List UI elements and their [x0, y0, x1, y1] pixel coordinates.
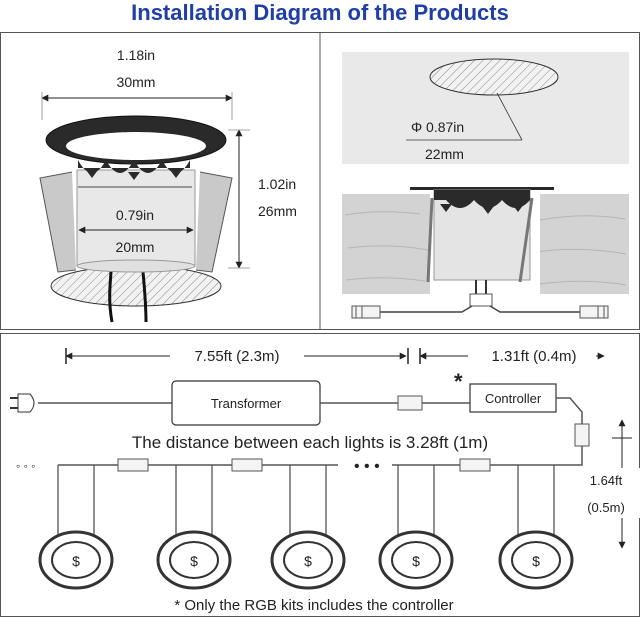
continuation-left: ◦ ◦ ◦	[16, 459, 35, 473]
svg-text:$: $	[412, 553, 420, 569]
wire-connector	[351, 305, 381, 319]
height-inches: 1.02in	[258, 176, 296, 192]
svg-text:$: $	[304, 553, 312, 569]
continuation-mid: • • •	[354, 458, 380, 475]
controller-asterisk: *	[454, 369, 463, 394]
dimension-inner-diameter: 0.79in 20mm	[78, 207, 194, 255]
dimension-height: 1.02in 26mm	[228, 129, 297, 269]
drop-length-feet: 1.64ft	[590, 473, 623, 488]
distance-note: The distance between each lights is 3.28…	[132, 433, 488, 452]
wire-connector	[579, 305, 609, 319]
spring-clip	[39, 171, 77, 273]
wiring-diagram: 7.55ft (2.3m) 1.31ft (0.4m) Transformer …	[10, 344, 640, 614]
width-inches: 1.18in	[117, 47, 155, 63]
drop-length-meters: (0.5m)	[587, 500, 625, 515]
light-fixture: $	[156, 465, 232, 590]
distance-to-transformer: 7.55ft (2.3m)	[194, 348, 279, 365]
height-millimeters: 26mm	[258, 203, 297, 219]
controller-label: Controller	[485, 391, 542, 406]
svg-text:$: $	[72, 553, 80, 569]
hole-diameter-millimeters: 22mm	[425, 146, 464, 162]
light-fixture: $	[270, 465, 346, 590]
light-fixture: $	[38, 465, 114, 590]
rgb-footnote: * Only the RGB kits includes the control…	[174, 597, 453, 614]
spring-clip	[195, 171, 233, 273]
dimension-width: 1.18in 30mm	[41, 47, 233, 120]
wire-connector	[459, 458, 491, 472]
svg-text:$: $	[190, 553, 198, 569]
power-plug	[10, 393, 172, 413]
width-millimeters: 30mm	[117, 74, 156, 90]
transformer-label: Transformer	[211, 396, 282, 411]
product-dimension-drawing	[39, 115, 233, 323]
distance-to-controller: 1.31ft (0.4m)	[491, 348, 576, 365]
wire-connector	[231, 458, 263, 472]
inner-inches: 0.79in	[116, 207, 154, 223]
installation-section: Φ 0.87in 22mm	[342, 52, 629, 319]
inner-millimeters: 20mm	[116, 239, 155, 255]
wire-connector	[574, 423, 590, 447]
hole-diameter-inches: Φ 0.87in	[411, 119, 464, 135]
light-fixture: $	[498, 465, 574, 590]
diagram-title: Installation Diagram of the Products	[131, 0, 509, 25]
wire-connector	[117, 458, 149, 472]
wire-connector	[397, 395, 423, 411]
drilled-hole	[429, 58, 559, 96]
light-fixture: $	[378, 465, 454, 590]
svg-text:$: $	[532, 553, 540, 569]
